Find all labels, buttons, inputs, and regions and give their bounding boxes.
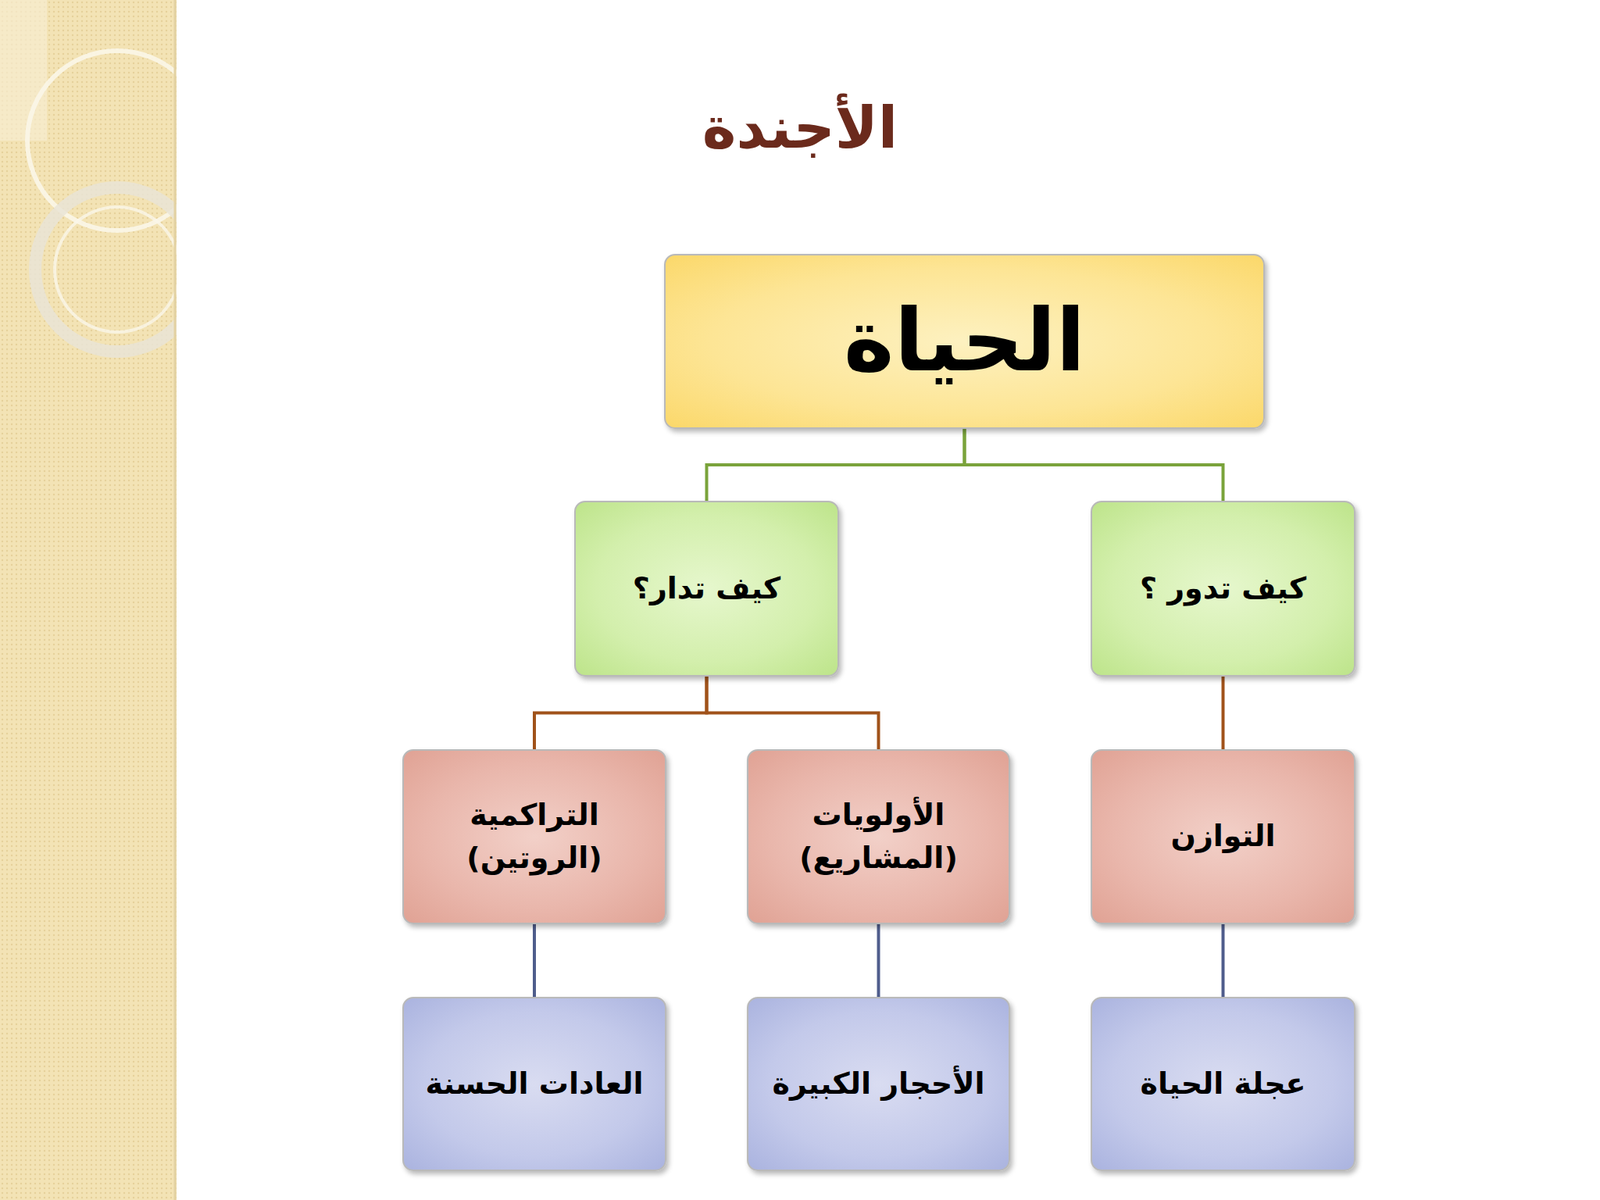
side-panel [0,0,177,1200]
box-label: عجلة الحياة [1139,1062,1306,1106]
tree-connector [534,676,708,750]
tool-box: عجلة الحياة [1090,996,1356,1172]
box-label: التراكمية (الروتين) [466,793,602,880]
concept-box: الأولويات (المشاريع) [746,749,1011,925]
concept-box: التراكمية (الروتين) [402,749,667,925]
box-label: الأحجار الكبيرة [772,1062,986,1106]
box-label: العادات الحسنة [425,1062,644,1106]
tree-connector [707,676,879,750]
box-label: كيف تدور ؟ [1139,567,1307,611]
tree-connector [1221,924,1225,997]
tree-connector [532,924,536,997]
question-box: كيف تدور ؟ [1090,500,1356,677]
tree-connector [707,428,965,501]
tool-box: الأحجار الكبيرة [746,996,1011,1172]
box-label: كيف تدار؟ [632,567,781,611]
box-label: الأولويات (المشاريع) [799,793,958,880]
tree-connector [877,924,881,997]
box-label: التوازن [1171,814,1276,858]
box-label: الحياة [843,278,1086,404]
slide-title: الأجندة [0,93,1600,161]
tree-connector [1221,676,1225,750]
tool-box: العادات الحسنة [402,996,667,1172]
concept-box: التوازن [1090,749,1356,925]
root-box: الحياة [664,253,1265,429]
tree-connector [964,428,1224,501]
question-box: كيف تدار؟ [574,500,840,677]
